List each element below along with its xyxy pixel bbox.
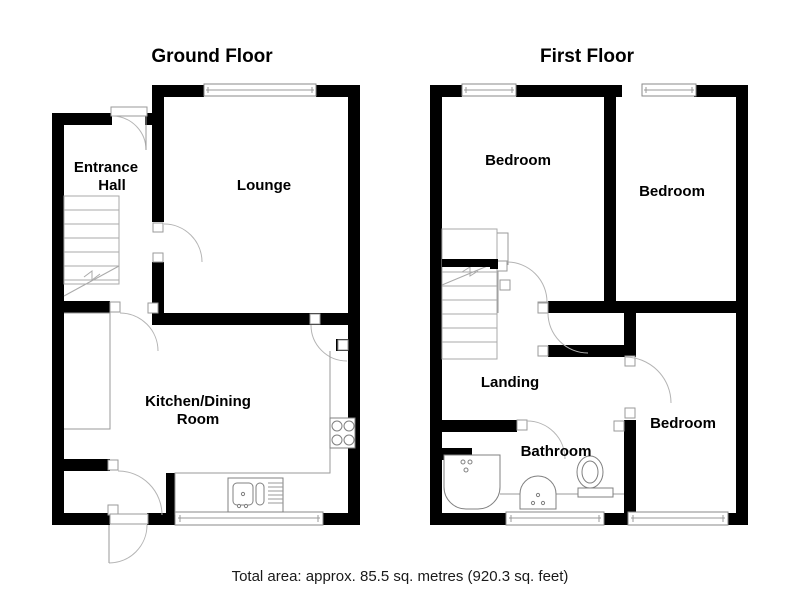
first-floor-windows	[461, 83, 729, 526]
room-label-landing: Landing	[481, 374, 539, 391]
lounge-window	[203, 83, 317, 97]
first-floor-staircase	[441, 228, 509, 360]
airing-cupboard-door	[499, 279, 511, 291]
room-label-bedroom-1: Bedroom	[485, 152, 551, 169]
ground-floor-walls	[52, 85, 360, 525]
ground-floor-room-labels: Entrance Hall Lounge Kitchen/Dining Room	[74, 159, 291, 428]
room-label-kitchen-dining-line2: Room	[177, 411, 220, 428]
bedroom2-door	[537, 302, 589, 357]
toilet	[576, 455, 614, 498]
bedroom1-window	[461, 83, 517, 97]
room-label-bedroom-2: Bedroom	[639, 183, 705, 200]
wash-basin	[519, 475, 557, 510]
total-area-caption: Total area: approx. 85.5 sq. metres (920…	[232, 568, 569, 585]
ground-floor-staircase	[63, 195, 120, 297]
first-floor-walls	[430, 85, 748, 525]
kitchen-hob	[329, 417, 356, 449]
room-label-bedroom-3: Bedroom	[650, 415, 716, 432]
hall-kitchen-door	[109, 301, 159, 352]
room-label-kitchen-dining-line1: Kitchen/Dining	[145, 393, 251, 410]
ground-floor-plan: Entrance Hall Lounge Kitchen/Dining Room	[52, 83, 360, 564]
ground-floor-windows	[174, 83, 324, 526]
bathroom-window	[505, 511, 605, 526]
first-floor-room-labels: Bedroom Bedroom Landing Bedroom Bathroom	[481, 152, 716, 460]
understairs-cupboard-door	[107, 459, 163, 516]
first-floor-plan: Bedroom Bedroom Landing Bedroom Bathroom	[430, 83, 748, 526]
lounge-kitchen-door	[309, 313, 349, 362]
hall-lounge-door	[152, 222, 203, 263]
bathroom-fixtures	[443, 271, 624, 510]
kitchen-window	[174, 511, 324, 526]
kitchen-sink	[227, 477, 284, 513]
room-label-lounge: Lounge	[237, 177, 291, 194]
bath	[443, 454, 501, 510]
ground-floor-doors	[107, 106, 349, 564]
room-label-entrance-hall-line1: Entrance	[74, 159, 138, 176]
room-label-entrance-hall-line2: Hall	[98, 177, 126, 194]
rear-external-door	[108, 513, 149, 564]
room-label-bathroom: Bathroom	[521, 443, 592, 460]
bedroom2-window	[641, 83, 697, 97]
ground-floor-title: Ground Floor	[151, 46, 273, 67]
bedroom3-door	[624, 355, 672, 419]
bedroom3-window	[627, 511, 729, 526]
first-floor-title: First Floor	[540, 46, 635, 67]
front-door	[110, 106, 148, 151]
kitchen-units	[64, 312, 356, 515]
first-floor-doors	[496, 260, 672, 460]
bathroom-door	[516, 419, 625, 460]
